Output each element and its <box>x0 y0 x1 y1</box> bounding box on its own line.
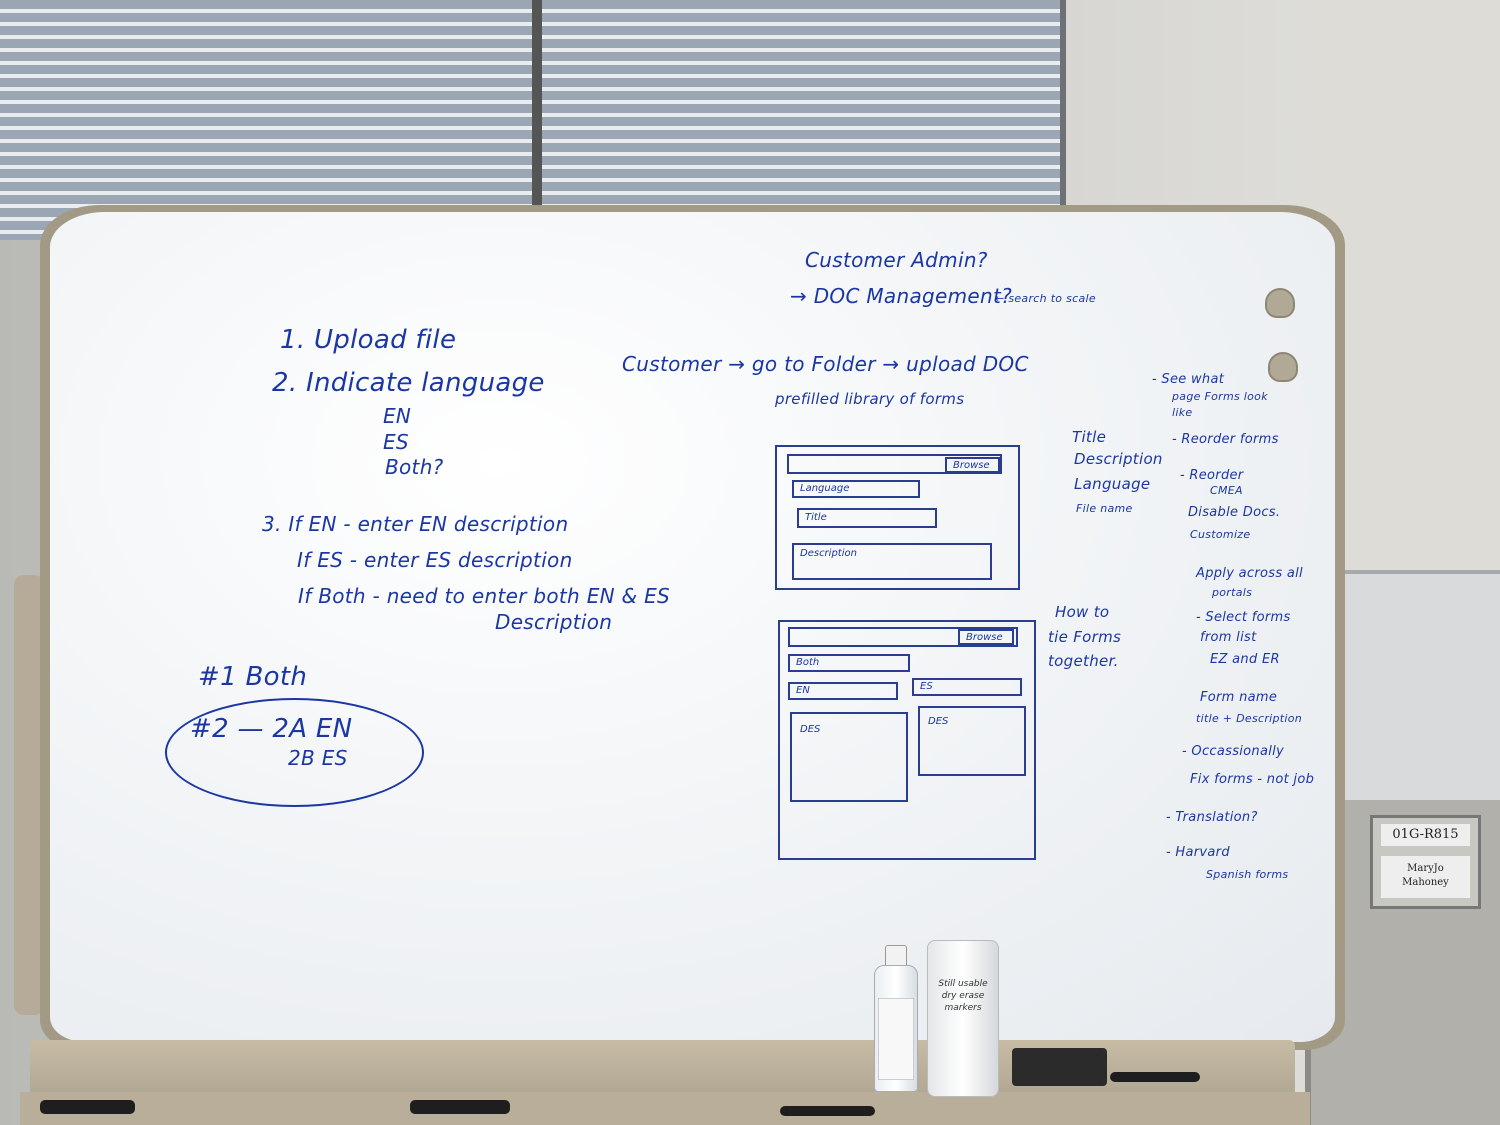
wireframe-title-label: Title <box>805 512 827 523</box>
board-stand-left <box>14 575 44 1015</box>
wireframe-description-field: Description <box>792 543 992 580</box>
note-side: ← search to scale <box>995 292 1096 305</box>
wireframe-desc-right: DES <box>918 706 1026 776</box>
note-right: portals <box>1212 586 1253 599</box>
marker-jar-note: Still usable dry erase markers <box>938 979 988 1013</box>
note-flow: Customer → go to Folder → upload DOC <box>622 352 1029 376</box>
marker <box>40 1100 135 1114</box>
marker-jar <box>927 940 999 1097</box>
nameplate-name-line2: Mahoney <box>1402 877 1449 888</box>
note-field-title: Title <box>1072 428 1107 446</box>
window-blinds-left <box>0 0 538 240</box>
note-prefilled: prefilled library of forms <box>775 390 965 408</box>
wireframe-en-label: EN <box>796 685 810 696</box>
note-right: Disable Docs. <box>1188 505 1281 520</box>
note-lang-both: Both? <box>385 455 444 479</box>
note-field-description: Description <box>1074 450 1163 468</box>
wireframe-desc-left: DES <box>790 712 908 802</box>
note-right: - Translation? <box>1166 810 1258 825</box>
monitor <box>1335 570 1500 808</box>
note-step3-line3: If Both - need to enter both EN & ES <box>298 584 671 608</box>
note-step2: 2. Indicate language <box>272 368 545 398</box>
note-option2-b: 2B ES <box>288 746 348 770</box>
note-tie-1: How to <box>1055 603 1110 621</box>
note-right: - Select forms <box>1196 610 1291 625</box>
wireframe-browse-button: Browse <box>945 457 1000 473</box>
wireframe-en-field: EN <box>788 682 898 700</box>
nameplate-name: MaryJo Mahoney <box>1381 856 1470 898</box>
note-field-language: Language <box>1074 475 1151 493</box>
marker <box>410 1100 510 1114</box>
note-option2-a: #2 — 2A EN <box>190 714 353 744</box>
note-right: - Reorder <box>1180 468 1244 483</box>
nameplate-name-line1: MaryJo <box>1407 863 1444 874</box>
note-right: - Reorder forms <box>1172 432 1279 447</box>
note-step3-line4: Description <box>495 610 613 634</box>
note-customer-admin: Customer Admin? <box>805 248 988 272</box>
note-right: from list <box>1200 630 1257 645</box>
wireframe-both-select: Both <box>788 654 910 672</box>
wireframe-file-input-2 <box>788 627 1018 647</box>
window-blinds-right <box>540 0 1066 240</box>
wireframe-both-label: Both <box>796 657 820 668</box>
note-step3-line1: 3. If EN - enter EN description <box>262 512 569 536</box>
wireframe-es-label: ES <box>920 681 933 692</box>
note-right: title + Description <box>1196 712 1303 725</box>
note-right: EZ and ER <box>1210 652 1280 667</box>
note-right: CMEA <box>1210 484 1243 497</box>
wireframe-title-field: Title <box>797 508 937 528</box>
note-doc-management: → DOC Management? <box>790 284 1013 308</box>
eraser <box>1012 1048 1107 1086</box>
wireframe-browse-label-2: Browse <box>966 632 1003 643</box>
spray-bottle-label <box>878 998 914 1080</box>
note-step1: 1. Upload file <box>280 325 457 355</box>
note-field-filename: File name <box>1076 502 1133 515</box>
note-right: Spanish forms <box>1206 868 1289 881</box>
note-right: Fix forms - not job <box>1190 772 1315 787</box>
note-right: page Forms look <box>1172 390 1268 403</box>
wireframe-upload-single <box>775 445 1020 590</box>
magnet <box>1265 288 1295 318</box>
note-tie-3: together. <box>1048 652 1119 670</box>
note-lang-en: EN <box>383 404 412 428</box>
note-step3-line2: If ES - enter ES description <box>297 548 573 572</box>
wireframe-language-select: Language <box>792 480 920 498</box>
wireframe-es-field: ES <box>912 678 1022 696</box>
magnet <box>1268 352 1298 382</box>
note-right: like <box>1172 406 1193 419</box>
whiteboard <box>50 212 1335 1042</box>
note-option1: #1 Both <box>198 662 308 692</box>
wireframe-browse-button-2: Browse <box>958 629 1014 645</box>
note-right: Customize <box>1190 528 1251 541</box>
nameplate-id: 01G-R815 <box>1381 824 1470 846</box>
wireframe-language-label: Language <box>800 483 850 494</box>
note-tie-2: tie Forms <box>1048 628 1122 646</box>
wireframe-browse-label: Browse <box>953 460 990 471</box>
note-right: Apply across all <box>1196 566 1303 581</box>
note-right: Form name <box>1200 690 1278 705</box>
wireframe-upload-both <box>778 620 1036 860</box>
window-frame <box>532 0 542 245</box>
note-right: - Occassionally <box>1182 744 1285 759</box>
marker <box>1110 1072 1200 1082</box>
wireframe-description-label: Description <box>800 548 857 559</box>
wireframe-desc-right-label: DES <box>928 716 949 727</box>
wireframe-file-input <box>787 454 1002 474</box>
circled-option2 <box>165 698 424 807</box>
note-lang-es: ES <box>383 430 409 454</box>
wireframe-desc-left-label: DES <box>800 724 821 735</box>
cubicle-nameplate: 01G-R815 MaryJo Mahoney <box>1370 815 1481 909</box>
tray-lip <box>20 1092 1310 1125</box>
note-right: - Harvard <box>1166 845 1230 860</box>
marker <box>780 1106 875 1116</box>
note-right: - See what <box>1152 372 1225 387</box>
